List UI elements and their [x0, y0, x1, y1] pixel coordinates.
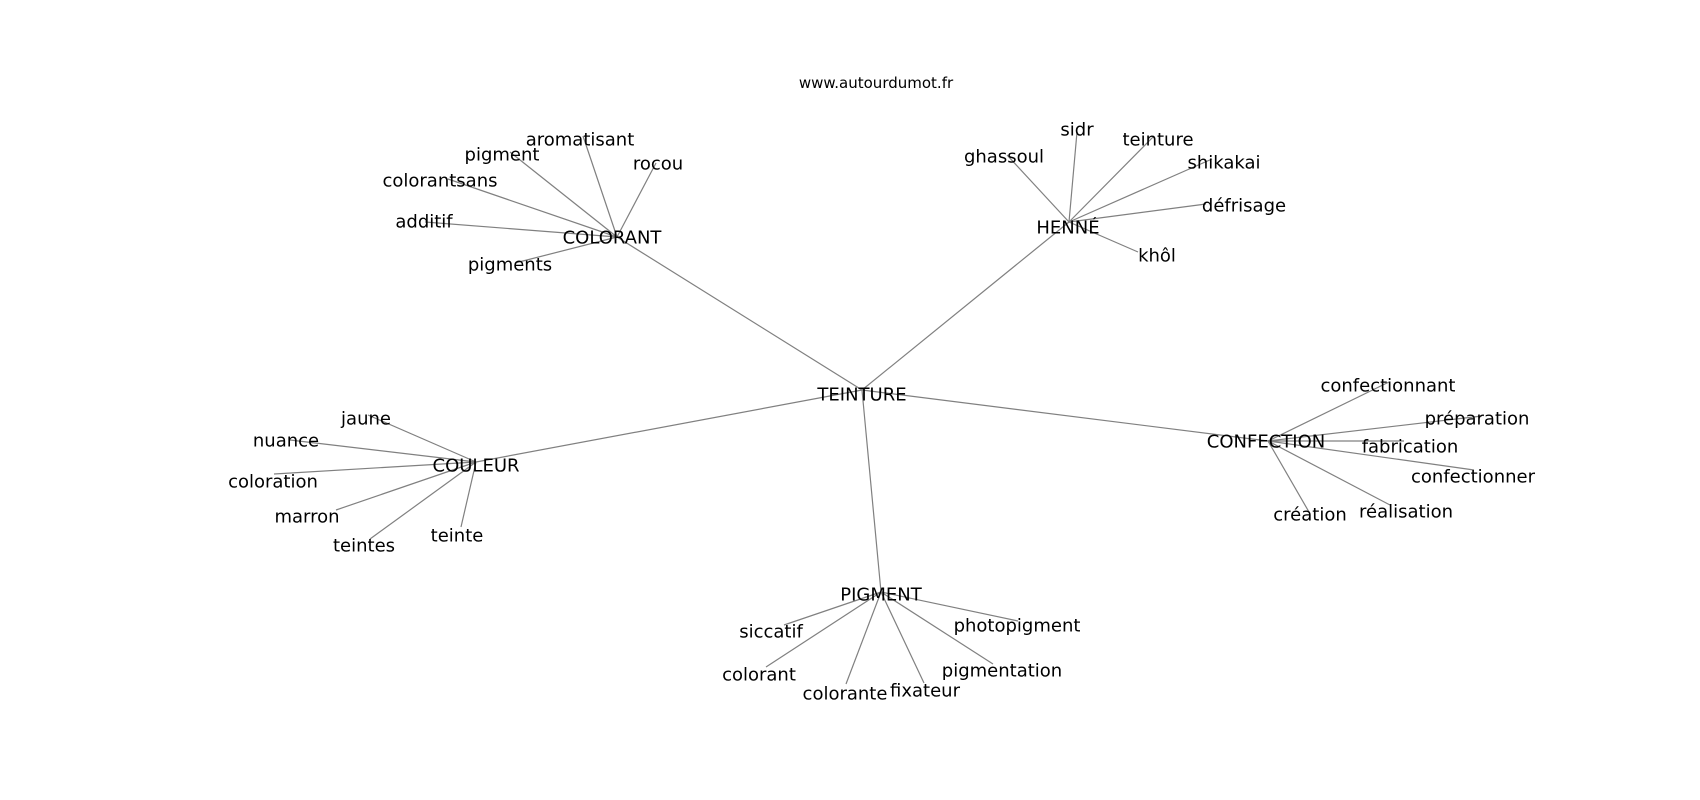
edge-henne-leaf: [1006, 154, 1070, 223]
leaf-node: fixateur: [890, 681, 961, 702]
leaf-node: défrisage: [1202, 196, 1286, 217]
leaf-node: préparation: [1425, 409, 1530, 430]
leaf-node: photopigment: [954, 616, 1081, 637]
leaf-node: colorantsans: [382, 171, 497, 192]
edge-pigment-leaf: [880, 591, 925, 684]
leaf-node: siccatif: [739, 622, 803, 643]
edge-pigment-leaf: [880, 591, 994, 665]
edge-confection-leaf: [1267, 381, 1390, 442]
leaf-node: réalisation: [1359, 502, 1453, 523]
edge-couleur-leaf: [289, 439, 477, 463]
edge-pigment-leaf: [880, 591, 1019, 622]
edge-henne-leaf: [1068, 203, 1207, 223]
leaf-node: nuance: [253, 431, 319, 452]
edge-center-pigment: [861, 389, 882, 593]
edge-center-colorant: [616, 236, 863, 391]
leaf-node: pigments: [468, 255, 552, 276]
edge-pigment-leaf: [845, 591, 882, 685]
edge-center-couleur: [475, 389, 863, 463]
leaf-node: sidr: [1060, 120, 1094, 141]
leaf-node: création: [1273, 505, 1347, 526]
edge-colorant-leaf: [616, 162, 657, 238]
leaf-node: ghassoul: [964, 147, 1044, 168]
leaf-node: teinture: [1122, 130, 1193, 151]
edge-henne-leaf: [1068, 158, 1213, 223]
edge-couleur-leaf: [335, 461, 477, 511]
hub-node-colorant: COLORANT: [563, 228, 663, 249]
edge-henne-leaf: [1068, 131, 1078, 223]
leaf-node: pigmentation: [942, 661, 1062, 682]
leaf-node: coloration: [228, 472, 318, 493]
edge-colorant-leaf: [509, 151, 618, 238]
edge-henne-leaf: [1068, 221, 1139, 253]
edge-confection-leaf: [1267, 440, 1310, 513]
edge-confection-leaf: [1267, 440, 1475, 471]
edge-couleur-leaf: [460, 461, 477, 528]
leaf-node: colorant: [722, 665, 796, 686]
leaf-node: shikakai: [1187, 153, 1260, 174]
leaf-node: khôl: [1138, 246, 1176, 267]
hub-node-henne: HENNÉ: [1036, 217, 1099, 239]
edge-confection-leaf: [1267, 440, 1391, 506]
edge-pigment-leaf: [765, 591, 882, 668]
leaf-node: jaune: [340, 409, 391, 430]
edge-couleur-leaf: [367, 414, 477, 463]
edge-colorant-leaf: [424, 221, 618, 238]
edge-center-confection: [861, 389, 1269, 442]
edge-colorant-leaf: [582, 135, 618, 238]
leaf-node: rocou: [633, 154, 683, 175]
hub-node-confection: CONFECTION: [1207, 432, 1325, 453]
leaf-node: marron: [274, 507, 339, 528]
leaf-node: confectionner: [1411, 467, 1536, 488]
hub-node-pigment: PIGMENT: [840, 585, 922, 606]
edge-center-henne: [861, 221, 1070, 391]
leaf-node: teinte: [431, 526, 484, 547]
leaf-node: aromatisant: [526, 130, 635, 151]
site-url: www.autourdumot.fr: [799, 74, 954, 92]
edge-pigment-leaf: [783, 591, 882, 626]
leaf-node: confectionnant: [1320, 376, 1455, 397]
edge-colorant-leaf: [447, 178, 618, 238]
edge-couleur-leaf: [273, 461, 477, 475]
hub-node-couleur: COULEUR: [433, 456, 520, 477]
leaf-node: fabrication: [1362, 437, 1459, 458]
graph-edges: [273, 131, 1483, 685]
edge-henne-leaf: [1068, 135, 1155, 223]
center-node: TEINTURE: [816, 385, 906, 406]
leaf-node: teintes: [333, 536, 395, 557]
leaf-node: colorante: [803, 684, 888, 705]
edge-couleur-leaf: [369, 461, 477, 540]
leaf-node: additif: [395, 212, 453, 233]
leaf-node: pigment: [465, 145, 540, 166]
edge-confection-leaf: [1267, 415, 1483, 442]
edge-colorant-leaf: [514, 236, 618, 264]
